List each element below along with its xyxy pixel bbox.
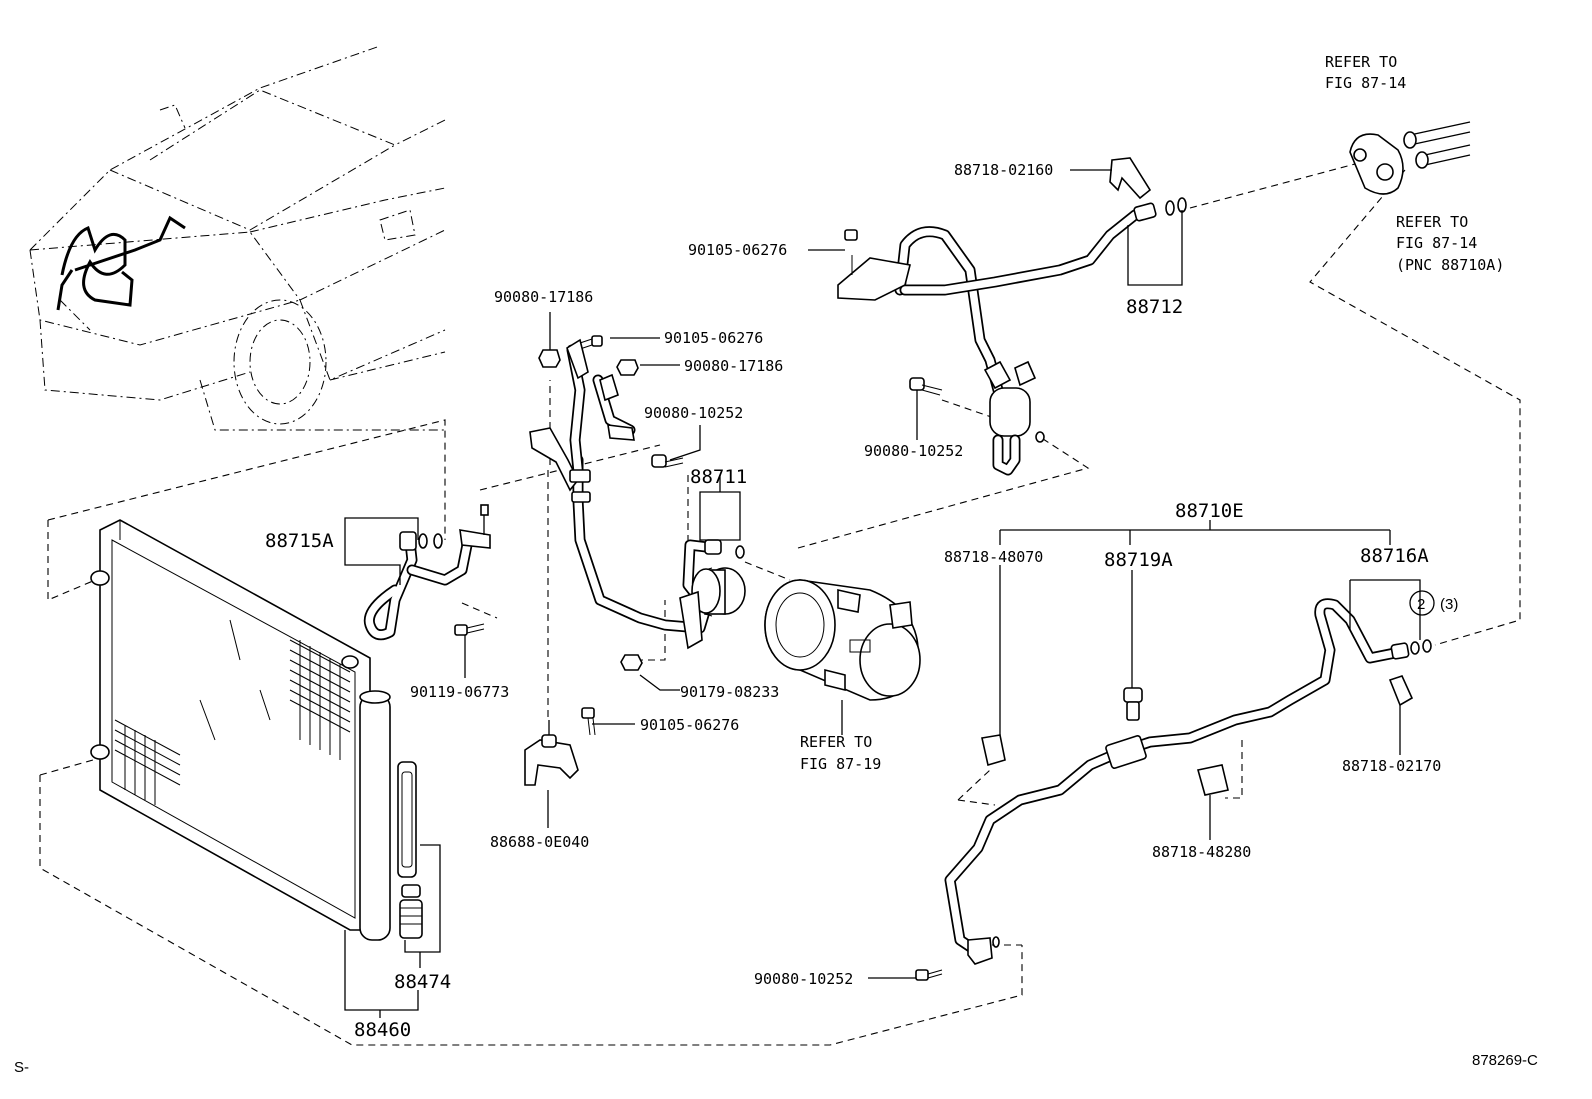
refer-fig-87-14-label: REFER TO [1325,53,1397,71]
labels: REFER TO FIG 87-14 REFER TO FIG 87-14 (P… [14,53,1538,1076]
part-88712: 88712 [1126,296,1183,318]
part-90080-17186-b: 90080-17186 [684,357,783,375]
vehicle-sketch [29,45,446,431]
hose-88711 [529,335,746,671]
filter-88474 [397,761,423,939]
refer-fig-87-14b-label: REFER TO [1396,213,1468,231]
part-90080-17186-a: 90080-17186 [494,288,593,306]
quantity-circle: 2 [1417,596,1425,613]
clip-88718-02160 [1109,157,1152,200]
figure-code: 878269-C [1472,1052,1538,1069]
condenser-fins [114,619,351,805]
part-90080-10252-a: 90080-10252 [644,404,743,422]
refer-fig-87-14-code: FIG 87-14 [1325,74,1406,92]
part-88460: 88460 [354,1019,411,1041]
part-88719A: 88719A [1104,549,1173,571]
quantity-paren: (3) [1440,596,1458,613]
part-90080-10252-c: 90080-10252 [754,970,853,988]
leader-lines [344,169,1435,1018]
part-90105-06276-c: 90105-06276 [640,716,739,734]
part-88718-02170: 88718-02170 [1342,757,1441,775]
tube-88710E [915,598,1432,981]
part-88715A: 88715A [265,530,334,552]
refer-fig-87-19-code: FIG 87-19 [800,755,881,773]
refer-pnc-label: (PNC 88710A) [1396,256,1504,274]
part-88474: 88474 [394,971,451,993]
refer-fig-87-14b-code: FIG 87-14 [1396,234,1477,252]
part-88688-0E040: 88688-0E040 [490,833,589,851]
part-88718-48070: 88718-48070 [944,548,1043,566]
part-90080-10252-b: 90080-10252 [864,442,963,460]
part-90179-08233: 90179-08233 [680,683,779,701]
part-88718-02160: 88718-02160 [954,161,1053,179]
part-88716A: 88716A [1360,545,1429,567]
footer-left-mark: S- [14,1059,29,1076]
compressor [764,579,921,730]
part-90105-06276-a: 90105-06276 [688,241,787,259]
part-88718-48280: 88718-48280 [1152,843,1251,861]
pipe-connection-87-14 [1349,121,1471,195]
part-90105-06276-b: 90105-06276 [664,329,763,347]
part-88711: 88711 [690,466,747,488]
bracket-88688 [524,707,596,786]
hose-88715A [363,504,491,641]
hose-88712 [837,197,1187,476]
condenser-88460 [90,519,391,941]
refer-fig-87-19-label: REFER TO [800,733,872,751]
part-90119-06773: 90119-06773 [410,683,509,701]
part-88710E: 88710E [1175,500,1244,522]
